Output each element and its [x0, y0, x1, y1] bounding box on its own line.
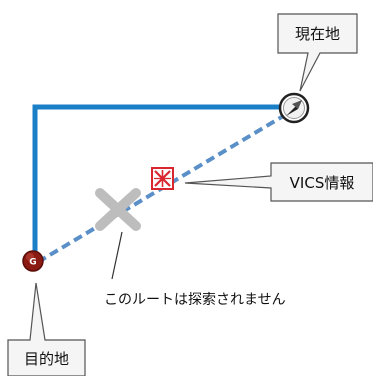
compass-arrow-icon	[278, 92, 310, 124]
callout-vics-info: VICS情報	[184, 162, 373, 202]
callout-label-destination: 目的地	[24, 350, 69, 368]
route-line	[32, 104, 288, 256]
callout-destination: 目的地	[7, 282, 86, 376]
callout-label-vics-info: VICS情報	[290, 174, 355, 192]
route-not-searched-leader-line	[111, 231, 123, 280]
callout-current-location: 現在地	[277, 13, 358, 92]
goal-marker-icon: G	[22, 250, 44, 272]
route-not-searched-label: このルートは探索されません	[104, 291, 286, 308]
destination-marker-letter: G	[29, 258, 36, 268]
callout-label-current-location: 現在地	[295, 25, 340, 43]
blocked-x-icon	[95, 188, 141, 231]
traffic-info-icon	[151, 167, 174, 190]
